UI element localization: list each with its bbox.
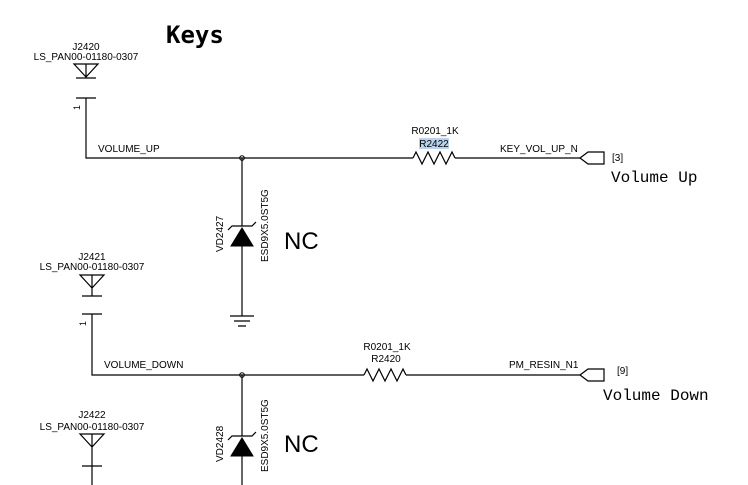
resistor-zigzag-icon <box>412 150 456 166</box>
diode-part: ESD9X5.0ST5G <box>260 189 271 262</box>
port-label-volume-up: Volume Up <box>611 169 697 187</box>
antenna-pad-icon <box>78 274 106 297</box>
schematic-title: Keys <box>166 21 224 49</box>
wire-volume-down <box>91 314 242 376</box>
diode-part: ESD9X5.0ST5G <box>260 399 271 472</box>
connector-part: LS_PAN00-01180-0307 <box>40 262 145 273</box>
net-label-volume-up: VOLUME_UP <box>98 144 160 155</box>
resistor-ref: R2422 <box>419 139 449 150</box>
offpage-port-icon <box>579 151 605 165</box>
ground-icon <box>230 315 254 327</box>
tvs-diode-icon <box>230 437 254 457</box>
resistor-value: R0201_1K <box>363 342 411 353</box>
diode-vd2427: VD2427 ESD9X5.0ST5G NC <box>215 189 319 262</box>
resistor-value: R0201_1K <box>411 126 459 137</box>
tvs-diode-icon <box>230 227 254 247</box>
connector-ref: J2420 <box>72 42 100 53</box>
offpage-port-icon <box>579 368 605 382</box>
connector-part: LS_PAN00-01180-0307 <box>40 422 145 433</box>
port-ref: [3] <box>612 153 623 164</box>
resistor-zigzag-icon <box>363 367 407 383</box>
diode-vd2428: VD2428 ESD9X5.0ST5G NC <box>215 399 319 472</box>
connector-j2421: J2421 LS_PAN00-01180-0307 1 <box>40 252 145 326</box>
connector-j2422: J2422 LS_PAN00-01180-0307 <box>40 410 145 485</box>
port-ref: [9] <box>617 366 628 377</box>
connector-pin: 1 <box>78 321 88 326</box>
zener-bar <box>227 431 257 441</box>
antenna-pad-icon <box>72 63 100 79</box>
wire-volume-up <box>85 98 242 159</box>
zener-bar <box>227 221 257 231</box>
net-label-volume-down: VOLUME_DOWN <box>104 360 183 371</box>
connector-pin: 1 <box>72 105 82 110</box>
port-label-volume-down: Volume Down <box>603 387 709 405</box>
resistor-ref: R2420 <box>371 354 401 365</box>
diode-nc-note: NC <box>284 228 319 255</box>
resistor-r2420: R0201_1K R2420 <box>363 342 411 383</box>
connector-part: LS_PAN00-01180-0307 <box>34 52 139 63</box>
net-label-pm-resin-n1: PM_RESIN_N1 <box>509 360 579 371</box>
selection-highlight <box>419 138 449 149</box>
connector-ref: J2421 <box>78 252 106 263</box>
diode-ref: VD2428 <box>215 425 226 462</box>
connector-ref: J2422 <box>78 410 106 421</box>
resistor-r2422: R0201_1K R2422 <box>411 126 459 166</box>
antenna-pad-icon <box>78 433 106 467</box>
diode-ref: VD2427 <box>215 215 226 252</box>
net-label-key-vol-up-n: KEY_VOL_UP_N <box>500 144 578 155</box>
diode-nc-note: NC <box>284 431 319 458</box>
